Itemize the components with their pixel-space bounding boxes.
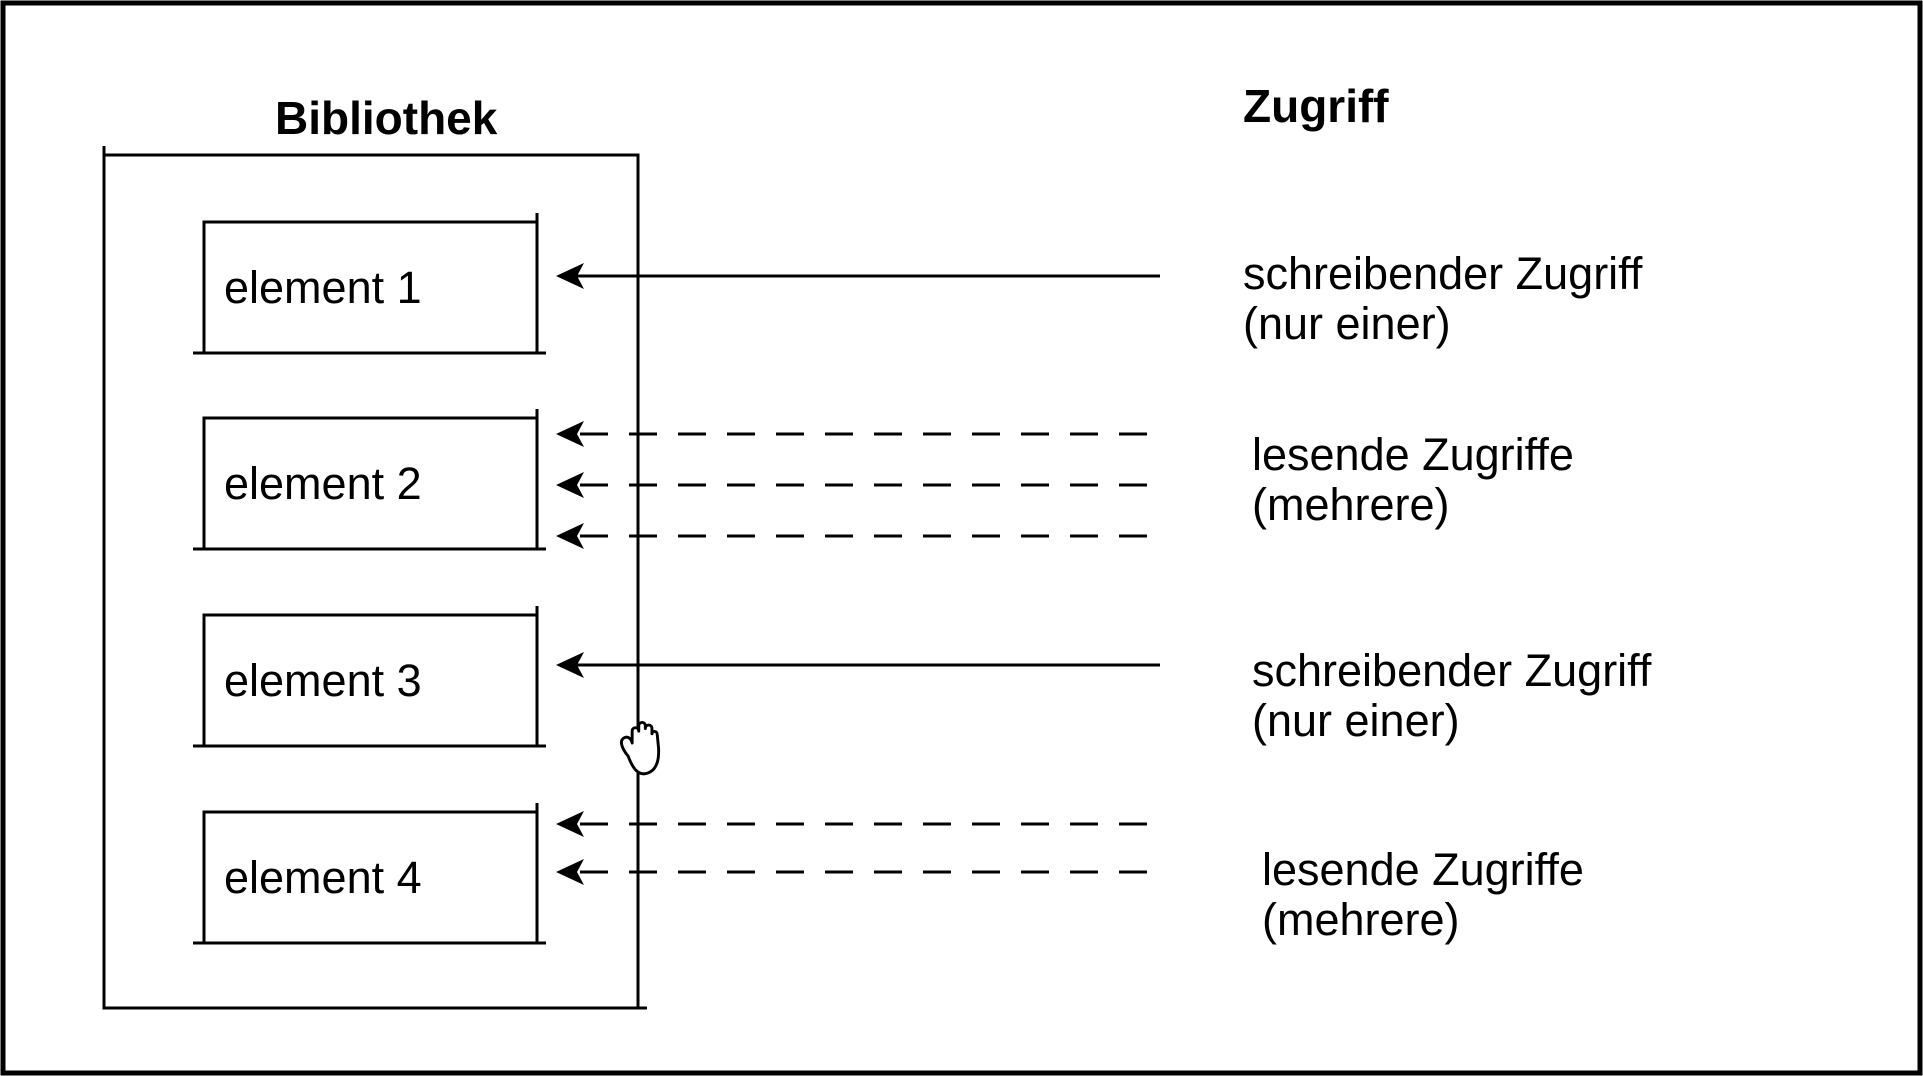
access-label-line2: (mehrere) [1252,479,1450,530]
element-label: element 3 [224,655,422,706]
access-label-group-2: lesende Zugriffe (mehrere) [1252,429,1574,530]
library-title: Bibliothek [275,92,498,144]
access-label-line1: schreibender Zugriff [1243,248,1643,299]
element-box-rect [202,810,539,945]
hand-cursor-icon [619,720,661,776]
element-label: element 1 [224,262,422,313]
element-box-1: element 1 [193,213,546,355]
hand-cursor-shape [619,720,661,776]
element-box-4: element 4 [193,803,546,945]
access-label-line1: lesende Zugriffe [1262,844,1584,895]
element-box-3: element 3 [193,606,546,748]
access-label-group-1: schreibender Zugriff (nur einer) [1243,248,1643,349]
access-label-group-4: lesende Zugriffe (mehrere) [1262,844,1584,945]
access-label-line2: (nur einer) [1243,298,1451,349]
write-access-arrow-element-1 [556,263,1160,289]
element-box-rect [202,220,539,355]
access-title: Zugriff [1243,80,1389,132]
element-label: element 2 [224,458,422,509]
access-label-line2: (nur einer) [1252,695,1460,746]
access-label-line2: (mehrere) [1262,894,1460,945]
element-label: element 4 [224,852,422,903]
access-label-group-3: schreibender Zugriff (nur einer) [1252,645,1652,746]
element-box-rect [202,416,539,551]
access-label-line1: lesende Zugriffe [1252,429,1574,480]
access-label-line1: schreibender Zugriff [1252,645,1652,696]
element-box-2: element 2 [193,409,546,551]
write-access-arrow-element-3 [556,652,1160,678]
element-box-rect [202,613,539,748]
